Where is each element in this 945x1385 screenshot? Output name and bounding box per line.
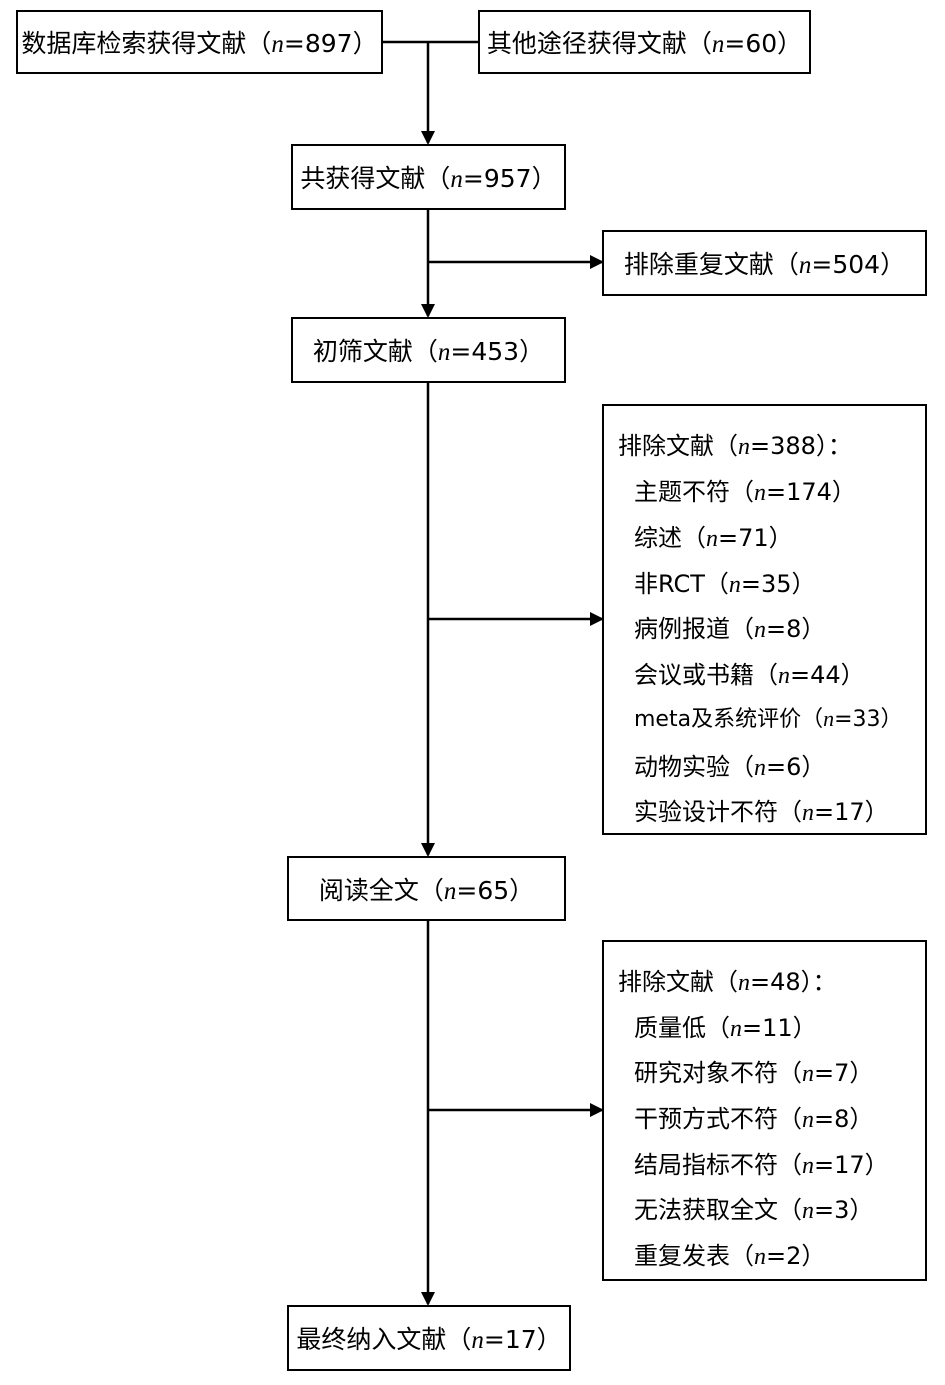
other-sources-label: 其他途径获得文献（n=60） — [486, 29, 803, 58]
exclusion-item: meta及系统评价（n=33） — [634, 706, 903, 732]
total-records-box: 共获得文献（n=957） — [291, 144, 566, 210]
exclusion-header: 排除文献（n=48）： — [618, 968, 837, 996]
full-text-label: 阅读全文（n=65） — [318, 875, 535, 905]
included-label: 最终纳入文献（n=17） — [296, 1325, 562, 1354]
exclusion-item: 结局指标不符（n=17） — [634, 1151, 889, 1179]
exclusion-item: 病例报道（n=8） — [634, 615, 826, 643]
exclusion-item: 研究对象不符（n=7） — [634, 1059, 874, 1087]
exclusion-item: 实验设计不符（n=17） — [634, 798, 889, 826]
exclusion-item: 综述（n=71） — [634, 524, 793, 552]
exclusion-list-screening: 排除文献（n=388）： 主题不符（n=174） 综述（n=71） 非RCT（n… — [602, 404, 927, 835]
exclusion-item: 无法获取全文（n=3） — [634, 1196, 874, 1224]
screening-label: 初筛文献（n=453） — [312, 337, 545, 366]
database-records-label: 数据库检索获得文献（n=897） — [21, 29, 378, 58]
included-box: 最终纳入文献（n=17） — [287, 1305, 571, 1371]
other-sources-box: 其他途径获得文献（n=60） — [478, 10, 811, 74]
exclusion-header: 排除文献（n=388）： — [618, 432, 852, 460]
exclusion-item: 非RCT（n=35） — [634, 570, 816, 598]
exclusion-item: 重复发表（n=2） — [634, 1242, 826, 1270]
exclusion-list-fulltext: 排除文献（n=48）： 质量低（n=11） 研究对象不符（n=7） 干预方式不符… — [602, 940, 927, 1281]
exclusion-item: 干预方式不符（n=8） — [634, 1105, 874, 1133]
duplicates-removed-box: 排除重复文献（n=504） — [602, 230, 927, 296]
database-records-box: 数据库检索获得文献（n=897） — [16, 10, 383, 74]
screening-box: 初筛文献（n=453） — [291, 317, 566, 383]
exclusion-item: 主题不符（n=174） — [634, 478, 856, 506]
exclusion-item: 质量低（n=11） — [634, 1014, 817, 1042]
duplicates-removed-label: 排除重复文献（n=504） — [623, 250, 906, 279]
full-text-box: 阅读全文（n=65） — [287, 856, 566, 921]
exclusion-item: 会议或书籍（n=44） — [634, 661, 865, 689]
exclusion-item: 动物实验（n=6） — [634, 753, 826, 781]
total-records-label: 共获得文献（n=957） — [300, 164, 557, 193]
